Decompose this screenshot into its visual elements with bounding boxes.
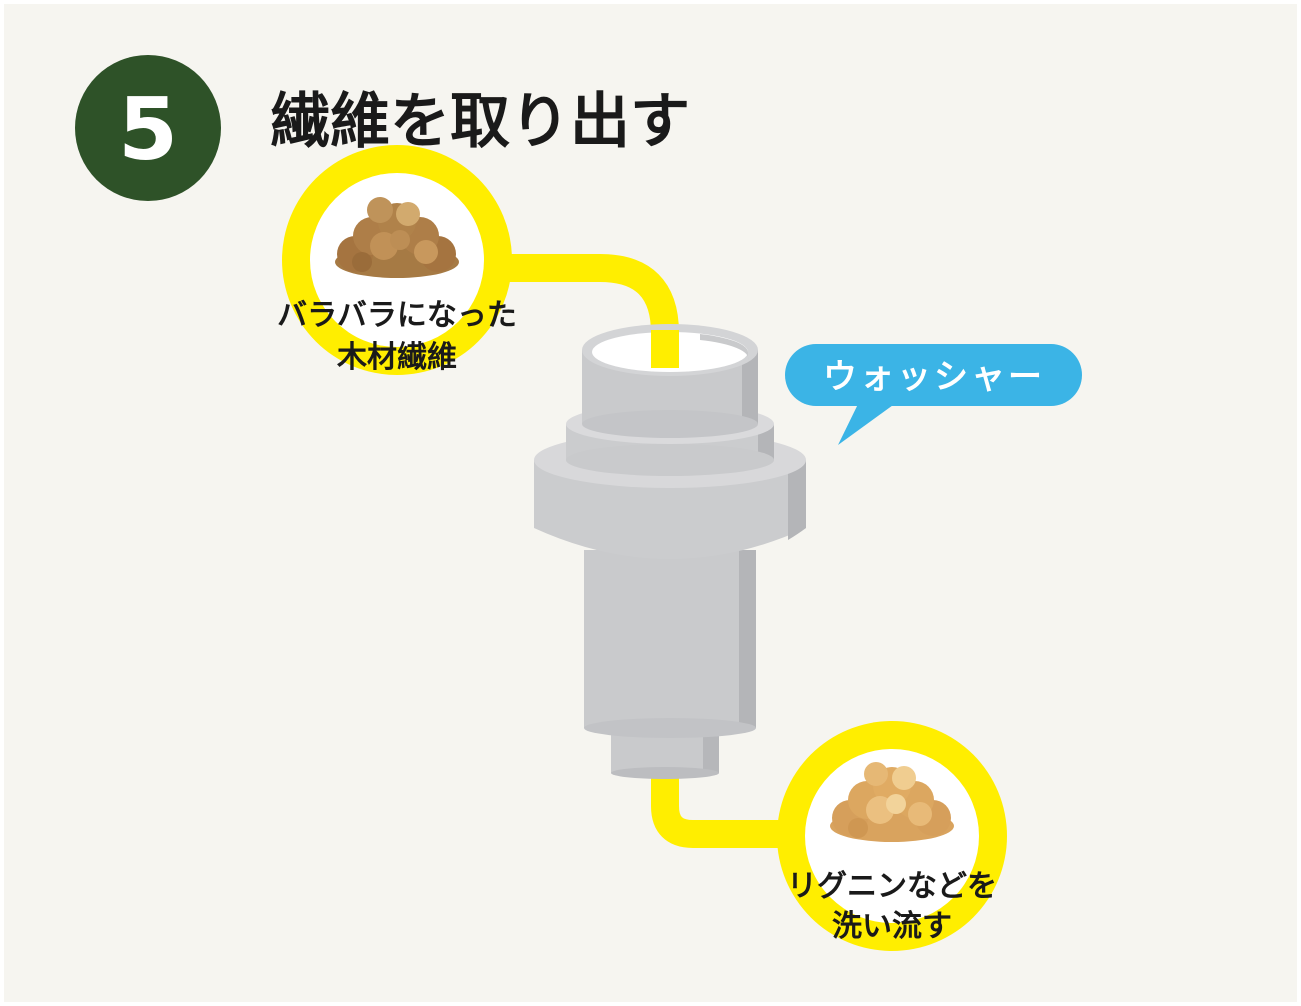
input-label-line2: 木材繊維 bbox=[336, 340, 457, 375]
flow-path-out bbox=[651, 770, 798, 848]
step-badge-circle bbox=[75, 55, 221, 201]
bubble-body bbox=[785, 344, 1082, 406]
bubble-tail bbox=[838, 400, 900, 445]
washed-fiber-icon bbox=[830, 762, 954, 842]
input-fiber-callout: バラバラになった 木材繊維 bbox=[277, 145, 517, 375]
step-badge: 5 bbox=[75, 55, 221, 201]
output-label-line1: リグニンなどを bbox=[787, 869, 997, 904]
step-number: 5 bbox=[118, 80, 178, 180]
washer-name-bubble: ウォッシャー bbox=[785, 344, 1082, 445]
washer-name: ウォッシャー bbox=[823, 357, 1045, 397]
step-title: 繊維を取り出す bbox=[270, 87, 690, 157]
input-label-line1: バラバラになった bbox=[277, 298, 517, 333]
output-fiber-callout: リグニンなどを 洗い流す bbox=[777, 721, 1007, 951]
washer-machine bbox=[534, 324, 806, 779]
output-label-line2: 洗い流す bbox=[832, 909, 952, 944]
loose-wood-fiber-icon bbox=[335, 197, 459, 278]
